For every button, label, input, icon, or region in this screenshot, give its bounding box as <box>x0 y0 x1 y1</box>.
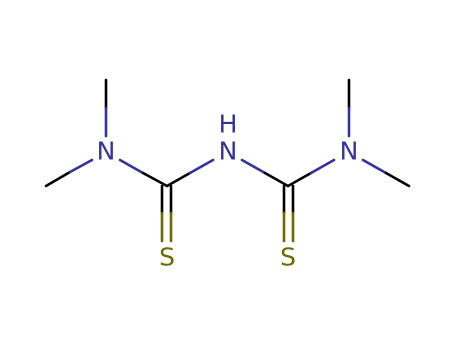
bond-methyl-right-n <box>361 158 388 175</box>
bonds <box>44 78 411 243</box>
atom-n-right: N <box>340 137 359 166</box>
bond-methyl-left-n <box>44 170 72 188</box>
bond-c-left-nh <box>165 171 192 188</box>
bond-nh-c-right <box>240 158 267 175</box>
bond-methyl-left-n-part <box>68 158 94 174</box>
bond-c-right-n-right <box>286 171 313 188</box>
atom-s-left: S <box>159 243 175 272</box>
atom-labels: N H N N S S <box>97 110 359 272</box>
bond-nh-c-right-part <box>263 171 290 188</box>
atom-h-center: H <box>219 110 238 139</box>
bond-n-left-c-left-part <box>141 171 169 188</box>
bond-c-left-nh-part <box>188 158 215 175</box>
bond-c-right-n-right-part <box>309 158 336 175</box>
atom-n-left: N <box>97 137 116 166</box>
atom-nh-center: N <box>219 137 238 166</box>
bond-methyl-right-n-part <box>384 171 411 188</box>
bond-n-left-c-left <box>118 158 145 175</box>
atom-s-right: S <box>280 243 296 272</box>
